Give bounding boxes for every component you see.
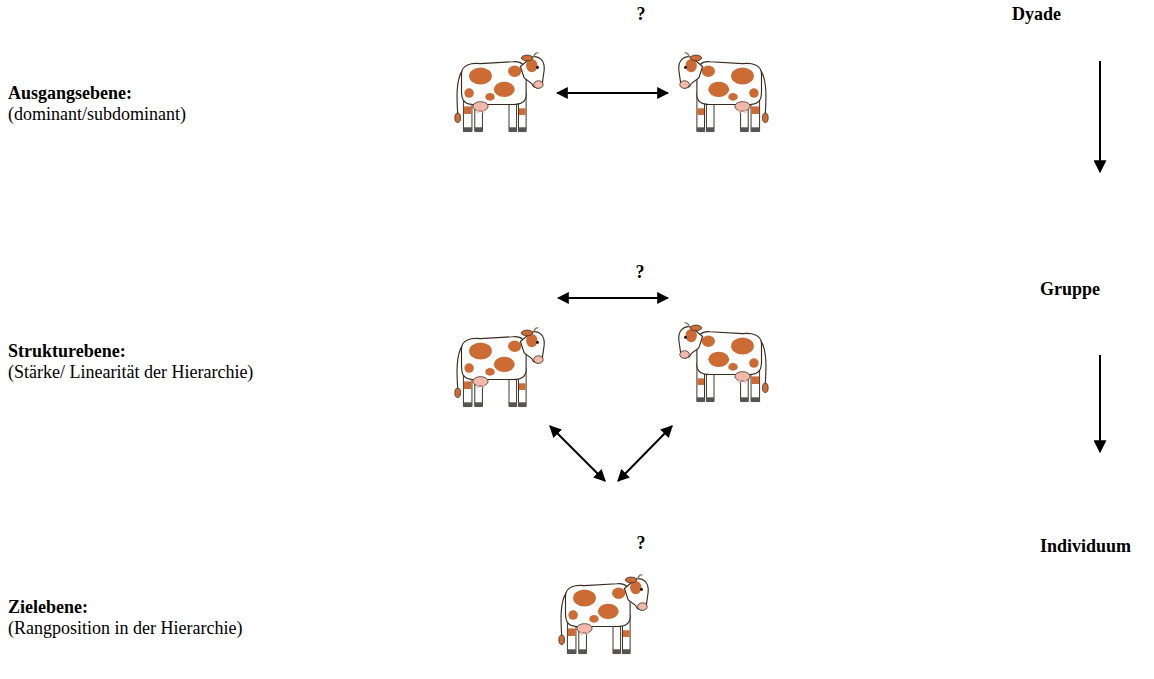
flow-arrow	[1099, 355, 1101, 452]
level-name: Gruppe	[1040, 279, 1116, 300]
question-mark: ?	[637, 533, 646, 554]
level-node: Dyade	[1012, 4, 1108, 25]
flow-arrow	[1099, 61, 1101, 172]
level-heading: Strukturebene:	[8, 341, 126, 362]
cow-figure	[679, 323, 768, 402]
level-name: Individuum	[1040, 536, 1134, 557]
cow-figure	[455, 53, 544, 132]
double-arrow	[557, 92, 668, 94]
level-heading: Zielebene:	[8, 597, 88, 618]
double-arrow	[558, 297, 668, 299]
cow-figure	[559, 575, 648, 654]
level-node: Gruppe	[1040, 279, 1116, 300]
cow-figure	[455, 328, 544, 407]
level-node: Individuum	[1040, 536, 1134, 557]
level-name: Dyade	[1012, 4, 1108, 25]
question-mark: ?	[636, 262, 645, 283]
level-description: (dominant/subdominant)	[8, 104, 186, 125]
double-arrow	[550, 426, 605, 481]
level-description: (Stärke/ Linearität der Hierarchie)	[8, 362, 253, 383]
question-mark: ?	[637, 4, 646, 25]
cow-figure	[679, 53, 768, 132]
double-arrow	[618, 426, 672, 481]
level-heading: Ausgangsebene:	[8, 83, 132, 104]
level-description: (Rangposition in der Hierarchie)	[8, 618, 242, 639]
